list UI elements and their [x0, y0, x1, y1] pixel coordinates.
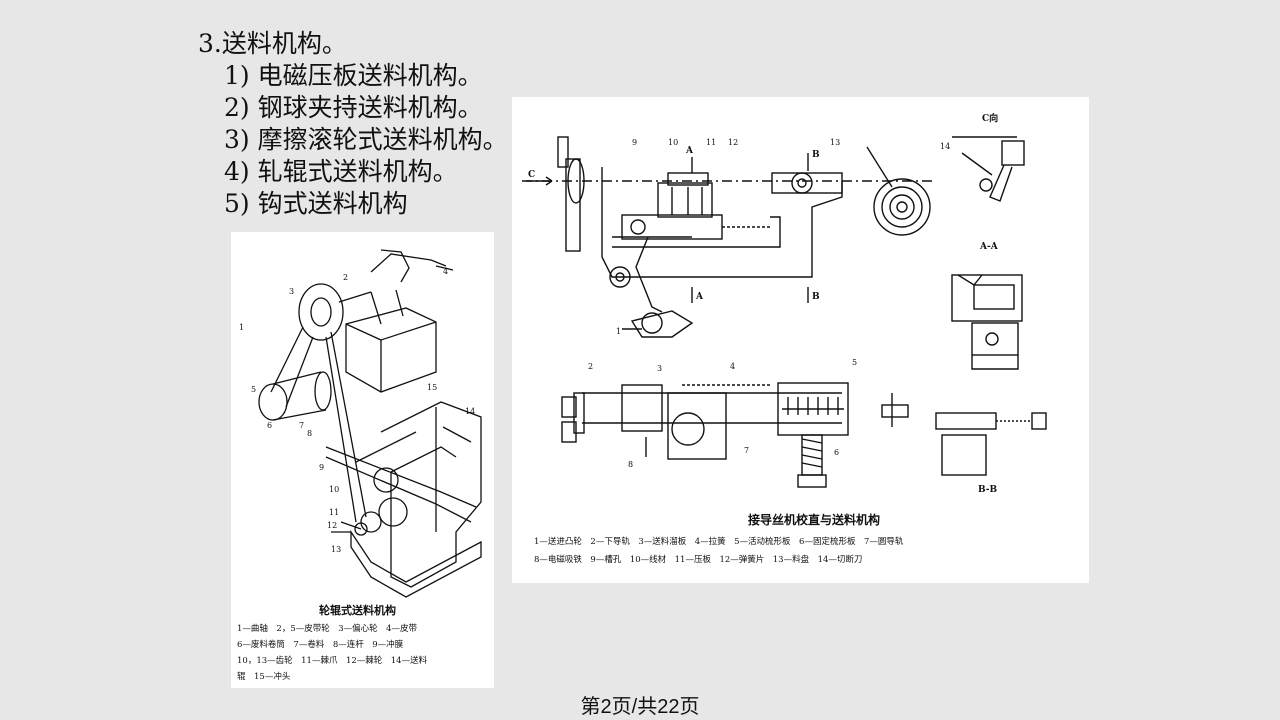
page-footer: 第2页/共22页 [580, 696, 700, 718]
figure-label: 2 [588, 362, 593, 371]
figure-label: 1 [616, 327, 621, 336]
figure-caption: 轮辊式送料机构 [319, 604, 396, 617]
figure-label: C向 [982, 112, 998, 124]
list-item-text: 钩式送料机构 [257, 189, 408, 218]
list-item: 2) 钢球夹持送料机构。 [198, 92, 508, 124]
content-outline: 3.送料机构。 1) 电磁压板送料机构。 2) 钢球夹持送料机构。 3) 摩擦滚… [198, 28, 508, 220]
figure-legend-line: 10，13—齿轮 11—棘爪 12—棘轮 14—送料 [237, 656, 428, 666]
figure-label: 13 [830, 138, 840, 147]
roller-feed-figure: 1 2 3 4 5 6 7 8 9 10 11 12 13 14 15 轮辊式送… [231, 232, 494, 688]
list-item-number: 4) [224, 157, 250, 186]
figure-label: 2 [343, 273, 348, 282]
figure-label: 15 [427, 383, 437, 392]
list-item-number: 2) [224, 93, 250, 122]
figure-legend-line: 8—电磁吸铁 9—槽孔 10—线材 11—压板 12—弹簧片 13—料盘 14—… [534, 555, 863, 565]
figure-legend-line: 1—曲轴 2，5—皮带轮 3—偏心轮 4—皮带 [237, 624, 418, 634]
list-item-number: 3) [224, 125, 250, 154]
figure-label: 12 [327, 521, 337, 530]
figure-label: A-A [979, 242, 999, 252]
figure-caption: 接导丝机校直与送料机构 [748, 513, 881, 527]
figure-label: 9 [632, 138, 637, 147]
figure-label: 11 [329, 508, 339, 517]
list-item-text: 电磁压板送料机构。 [257, 61, 483, 90]
figure-label: 5 [852, 358, 857, 367]
list-item-number: 1) [224, 61, 250, 90]
list-item: 5) 钩式送料机构 [198, 188, 508, 220]
figure-label: 4 [730, 362, 735, 371]
figure-label: 3 [657, 364, 662, 373]
list-item: 3) 摩擦滚轮式送料机构。 [198, 124, 508, 156]
list-item-text: 轧辊式送料机构。 [257, 157, 458, 186]
figure-label: 1 [239, 323, 244, 332]
section-number: 3. [198, 29, 222, 58]
figure-legend-line: 1—送进凸轮 2—下导轨 3—送料溜板 4—拉簧 5—活动梳形板 6—固定梳形板… [534, 537, 904, 547]
figure-label: 5 [251, 385, 256, 394]
figure-label: 14 [940, 142, 950, 151]
figure-label: 13 [331, 545, 341, 554]
roller-feed-drawing: 1 2 3 4 5 6 7 8 9 10 11 12 13 14 15 [239, 249, 482, 598]
figure-label: 9 [319, 463, 324, 472]
list-item-text: 钢球夹持送料机构。 [257, 93, 483, 122]
figure-label: C [528, 170, 535, 180]
section-heading: 3.送料机构。 [198, 28, 508, 60]
figure-label: A [695, 292, 704, 302]
figure-label: 14 [465, 407, 475, 416]
wire-feed-drawing: C A A B B 1 2 3 4 5 6 7 8 9 10 11 12 13 … [522, 112, 1047, 495]
figure-label: 6 [834, 448, 839, 457]
figure-label: 8 [307, 429, 312, 438]
figure-legend-line: 辊 15—冲头 [237, 672, 291, 682]
list-item-text: 摩擦滚轮式送料机构。 [257, 125, 508, 154]
figure-label: 10 [329, 485, 339, 494]
figure-label: 6 [267, 421, 272, 430]
list-item-number: 5) [224, 189, 250, 218]
figure-label: 4 [443, 267, 448, 276]
figure-label: B [812, 150, 820, 160]
figure-label: A [685, 146, 694, 156]
figure-label: 11 [706, 138, 716, 147]
section-title: 送料机构。 [221, 29, 347, 58]
figure-label: 12 [728, 138, 738, 147]
figure-label: 3 [289, 287, 294, 296]
figure-label: 7 [299, 421, 304, 430]
figure-label: 7 [744, 446, 749, 455]
figure-label: 10 [668, 138, 678, 147]
figure-label: B [812, 292, 820, 302]
figure-label: 8 [628, 460, 633, 469]
list-item: 4) 轧辊式送料机构。 [198, 156, 508, 188]
wire-feed-figure: C A A B B 1 2 3 4 5 6 7 8 9 10 11 12 13 … [512, 97, 1089, 583]
figure-legend-line: 6—废料卷筒 7—卷料 8—连杆 9—冲膜 [237, 640, 404, 650]
figure-label: B-B [978, 485, 998, 495]
list-item: 1) 电磁压板送料机构。 [198, 60, 508, 92]
